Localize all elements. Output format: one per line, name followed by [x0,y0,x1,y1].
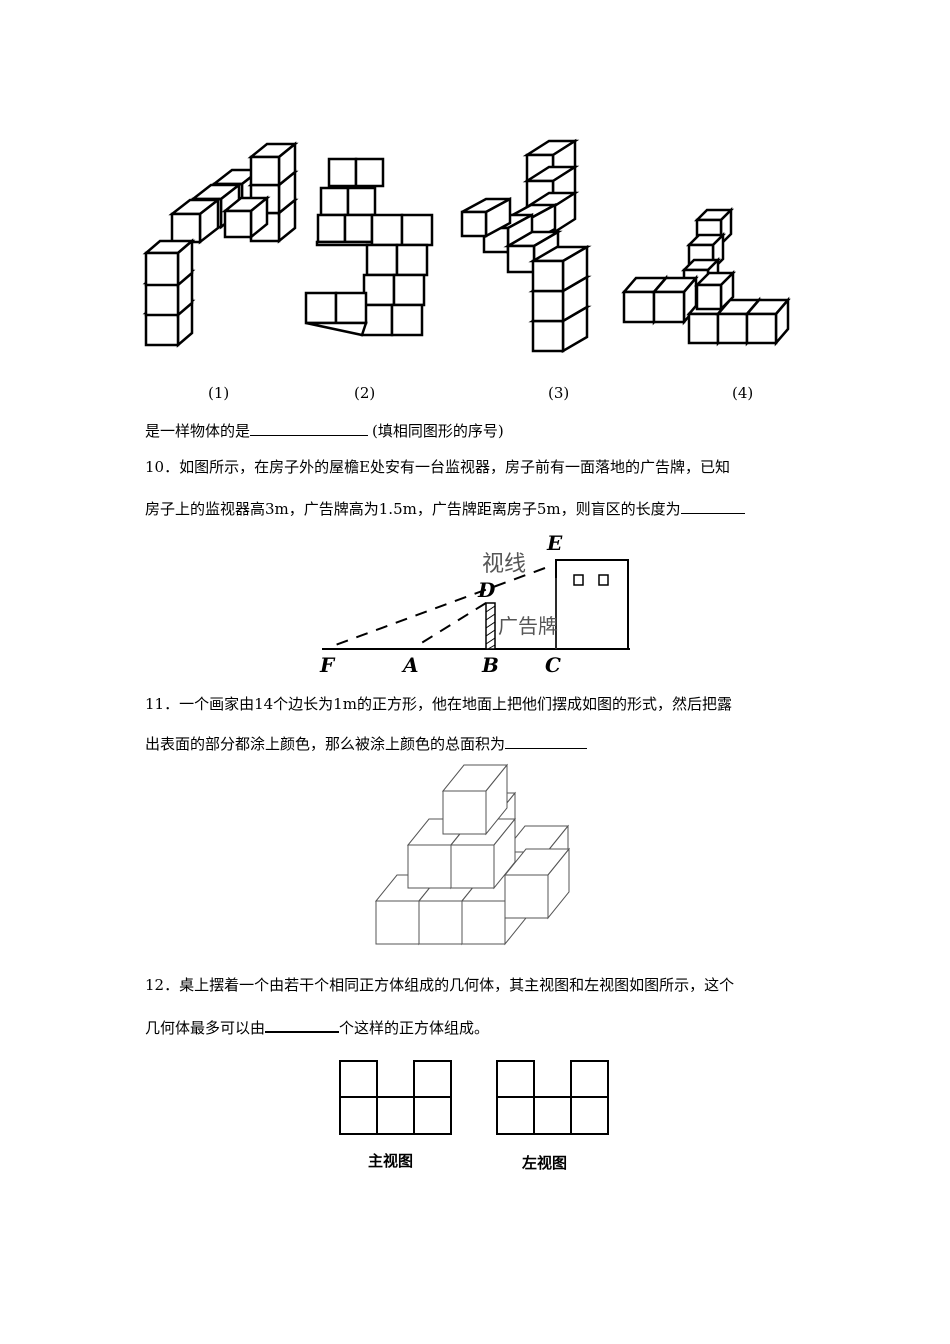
f4-right-0-front [687,312,720,345]
p-m-front-0-front [407,844,452,889]
f4-right-2-front [745,312,778,345]
f2-shadow [305,321,368,337]
house [555,559,629,650]
sight-line-d-a [414,602,487,648]
f3-bot-2-front [531,259,565,293]
f2-o [304,291,338,325]
figure-label-1: (1) [208,384,230,402]
f1-tower-2-front [249,155,281,187]
q11-answer-blank [505,734,588,749]
p-b-side-0-front [504,874,549,919]
left-view [496,1060,609,1135]
point-c: C [545,653,561,677]
p-b-front-1-front [418,900,463,945]
f1-left-1-front [144,281,180,317]
q10-line-1: 10．如图所示，在房子外的屋檐E处安有一台监视器，房子前有一面落地的广告牌，已知 [145,458,731,476]
q10-answer-blank [680,499,745,514]
f2-edge [315,240,374,247]
f3-mid-2-front [460,210,488,238]
sight-line-e-f [329,567,546,648]
f4-right-1-front [716,312,749,345]
cube-figures [142,138,791,354]
q11-pyramid [374,763,571,946]
q9-tail-line: 是一样物体的是 (填相同图形的序号) [145,421,504,441]
q9-prefix: 是一样物体的是 [145,422,251,440]
p-b-front-2-front [461,900,506,945]
f2-b [354,157,385,188]
f3-bot-1-front [531,289,565,323]
house-window-2 [598,574,609,586]
figure-label-3: (3) [548,384,570,402]
f4-left-1-front [652,290,686,324]
point-d: D [477,578,496,602]
q9-suffix: (填相同图形的序号) [372,422,504,440]
q11-line-1: 11．一个画家由14个边长为1m的正方形，他在地面上把他们摆成如图的形式，然后把… [145,695,732,713]
q10-diagram: 视线 广告牌 E D F A B C [319,531,630,677]
f2-f [343,213,374,244]
f2-h [400,213,434,247]
figure-label-4: (4) [732,384,754,402]
label-board: 广告牌 [498,614,558,638]
figure-4 [621,206,791,347]
point-f: F [319,653,336,677]
q12-line-2-suffix: 个这样的正方体组成。 [339,1019,490,1037]
f1-left-0-front [144,311,180,347]
left-view-label: 左视图 [521,1154,567,1172]
front-view-label: 主视图 [368,1152,413,1170]
f4-center-front [695,283,723,311]
billboard [485,602,496,650]
point-e: E [546,531,563,555]
f1-row-2-front [170,212,202,244]
f1-left-2-front [144,251,180,287]
f2-d [346,186,377,217]
p-b-front-0-front [375,900,420,945]
f2-p [334,291,368,325]
q12-line-2: 几何体最多可以由 个这样的正方体组成。 [145,1017,489,1038]
f2-i [365,243,399,277]
figure-label-2: (2) [354,384,376,402]
f2-a [327,157,358,188]
f3-mid-3-front [506,244,536,274]
figure-2 [304,157,434,337]
f1-join-front [223,209,253,239]
f2-l [392,273,426,307]
p-m-front-1-front [450,844,495,889]
f2-c [319,186,350,217]
q12-line-1: 12．桌上摆着一个由若干个相同正方体组成的几何体，其主视图和左视图如图所示，这个 [145,976,735,994]
f3-bot-0-front [531,319,565,353]
p-t-0-front [442,790,487,835]
f2-j [395,243,429,277]
f2-k [362,273,396,307]
q10-line-2-text: 房子上的监视器高3m，广告牌高为1.5m，广告牌距离房子5m，则盲区的长度为 [145,500,681,518]
f2-n [390,303,424,337]
f2-g [370,213,404,247]
f2-e [316,213,347,244]
figure-3 [460,138,592,354]
figure-1 [142,141,299,348]
q11-line-2: 出表面的部分都涂上颜色，那么被涂上颜色的总面积为 [145,734,588,754]
house-window-1 [573,574,584,586]
q9-answer-blank [250,421,369,436]
q12-line-2-prefix: 几何体最多可以由 [145,1019,266,1037]
q10-line-2: 房子上的监视器高3m，广告牌高为1.5m，广告牌距离房子5m，则盲区的长度为 [145,499,745,519]
point-a: A [401,653,419,677]
f4-left-0-front [622,290,656,324]
q12-views: 主视图 左视图 [339,1060,609,1172]
front-view [339,1060,452,1135]
point-b: B [481,653,499,677]
q11-line-2-text: 出表面的部分都涂上颜色，那么被涂上颜色的总面积为 [145,735,506,753]
q12-answer-blank [265,1017,340,1033]
label-sight: 视线 [482,552,526,577]
